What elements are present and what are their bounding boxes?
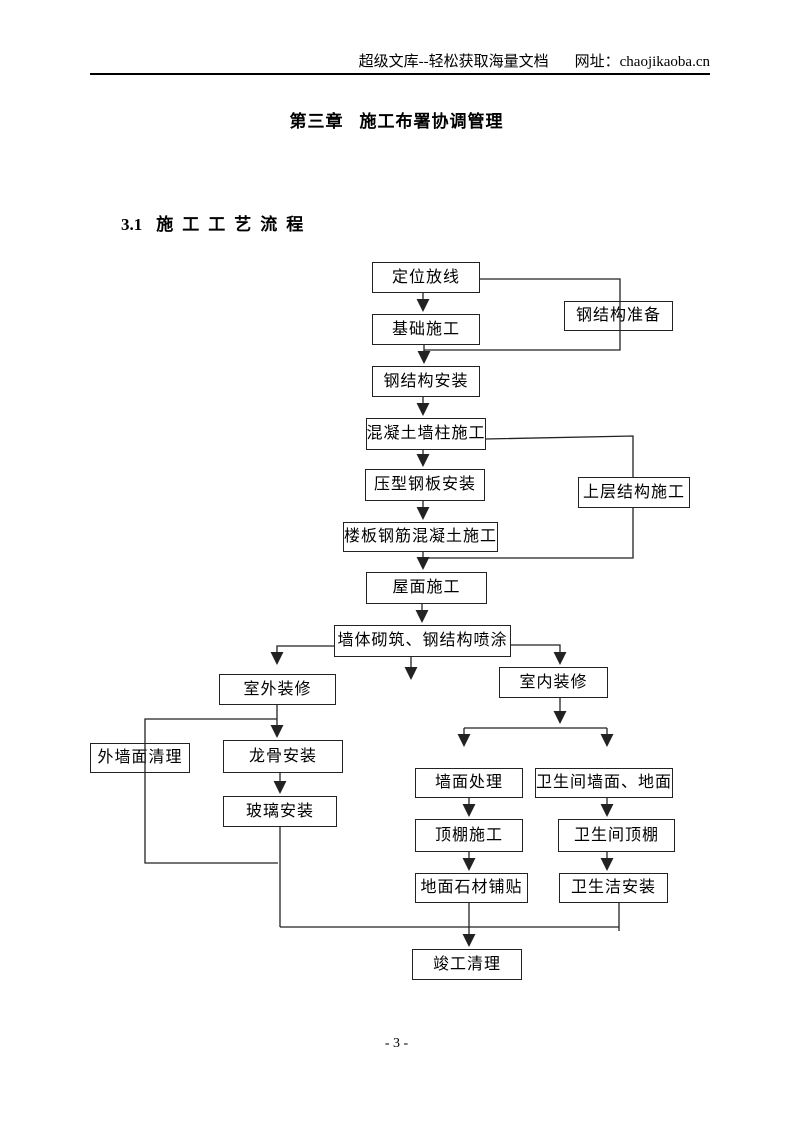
node-concrete-wall-column: 混凝土墙柱施工 (366, 418, 486, 450)
header-site-text: 超级文库--轻松获取海量文档 (358, 54, 549, 70)
header-url-label: 网址： (574, 54, 620, 70)
page-header: 超级文库--轻松获取海量文档 网址：chaojikaoba.cn (90, 50, 710, 70)
node-sanitary-ware-install: 卫生洁安装 (559, 873, 668, 903)
node-wall-surface-treatment: 墙面处理 (415, 768, 523, 798)
node-bathroom-wall-floor: 卫生间墙面、地面 (535, 768, 673, 798)
node-exterior-decoration: 室外装修 (219, 674, 336, 705)
node-ceiling-construction: 顶棚施工 (415, 819, 523, 852)
section-title-text: 施工工艺流程 (156, 215, 313, 234)
section-number: 3.1 (121, 215, 143, 234)
node-wall-masonry-steel-spray: 墙体砌筑、钢结构喷涂 (334, 625, 511, 657)
node-exterior-wall-cleaning: 外墙面清理 (90, 743, 190, 773)
header-rule (90, 73, 710, 75)
node-steel-structure-install: 钢结构安装 (372, 366, 480, 397)
node-keel-install: 龙骨安装 (223, 740, 343, 773)
page-number: - 3 - (384, 1036, 409, 1051)
node-foundation-construction: 基础施工 (372, 314, 480, 345)
node-roof-construction: 屋面施工 (366, 572, 487, 604)
header-url: chaojikaoba.cn (619, 54, 710, 70)
chapter-number: 第三章 (289, 112, 344, 131)
chapter-title: 第三章施工布署协调管理 (0, 107, 793, 132)
node-floor-slab-rebar-concrete: 楼板钢筋混凝土施工 (343, 522, 498, 552)
header-url-group: 网址：chaojikaoba.cn (575, 54, 710, 70)
node-floor-stone-paving: 地面石材铺贴 (415, 873, 528, 903)
section-heading: 3.1 施工工艺流程 (121, 210, 312, 235)
node-positioning-lofting: 定位放线 (372, 262, 480, 293)
node-upper-structure-construction: 上层结构施工 (578, 477, 690, 508)
chapter-title-text: 施工布署协调管理 (359, 112, 504, 131)
node-completion-cleanup: 竣工清理 (412, 949, 522, 980)
node-glass-install: 玻璃安装 (223, 796, 337, 827)
node-profiled-steel-deck-install: 压型钢板安装 (365, 469, 485, 501)
node-interior-decoration: 室内装修 (499, 667, 608, 698)
node-bathroom-ceiling: 卫生间顶棚 (558, 819, 675, 852)
node-steel-structure-prep: 钢结构准备 (564, 301, 673, 331)
